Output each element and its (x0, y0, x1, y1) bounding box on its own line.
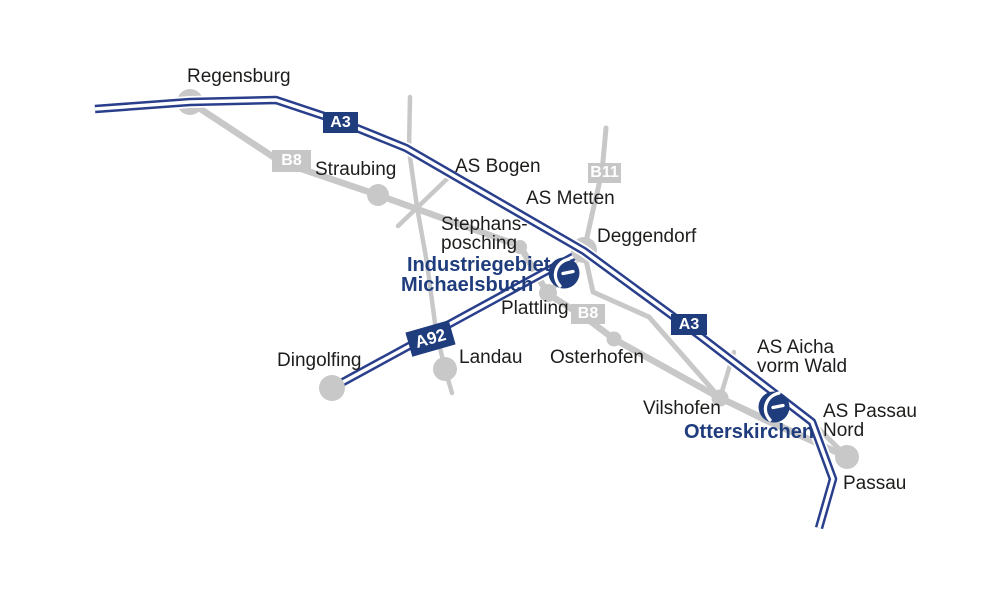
road-deggendorf-vilshofen (581, 248, 723, 401)
site-logo-michaelsbuch (548, 257, 580, 289)
city-label-landau: Landau (459, 347, 523, 368)
badge-b11: B11 (588, 163, 621, 183)
city-dot-passau (835, 445, 859, 469)
site-logo-otterskirchen (758, 391, 790, 423)
city-dot-vilshofen (711, 389, 729, 407)
badge-b8-east: B8 (571, 304, 605, 324)
exit-label-as-bogen: AS Bogen (455, 156, 541, 177)
badge-a3-east: A3 (671, 314, 707, 335)
city-dot-landau (433, 357, 457, 381)
ramp-as-bogen (395, 175, 451, 229)
city-label-regensburg: Regensburg (187, 66, 291, 87)
site-label-michaelsbuch-line2: Michaelsbuch (401, 274, 534, 296)
city-dot-plattling (539, 284, 557, 302)
site-label-otterskirchen: Otterskirchen (684, 421, 815, 443)
city-dot-stephansposching (513, 240, 527, 254)
badge-a3-west: A3 (323, 112, 358, 133)
badge-b8-west: B8 (272, 150, 311, 172)
city-label-passau: Passau (843, 473, 907, 494)
exit-label-as-aicha-line2: vorm Wald (757, 356, 848, 377)
city-label-straubing: Straubing (315, 159, 397, 180)
road-b11 (581, 125, 609, 254)
exit-label-as-passau-nord-line2: Nord (823, 420, 865, 441)
city-label-plattling: Plattling (501, 298, 569, 319)
city-label-deggendorf: Deggendorf (597, 226, 697, 247)
exit-label-as-aicha-line1: AS Aicha (757, 337, 835, 358)
city-label-osterhofen: Osterhofen (550, 347, 644, 368)
city-label-stephansposching-line1: Stephans- (441, 214, 528, 235)
site-label-michaelsbuch-line1: Industriegebiet (407, 254, 551, 276)
city-dot-straubing (367, 184, 389, 206)
city-label-vilshofen: Vilshofen (643, 398, 721, 419)
city-dot-osterhofen (606, 331, 622, 347)
city-label-stephansposching-line2: posching (441, 233, 518, 254)
autobahn-a3 (94, 94, 839, 530)
city-label-dingolfing: Dingolfing (277, 350, 362, 371)
exit-label-as-passau-nord-line1: AS Passau (823, 401, 917, 422)
autobahn-a92 (329, 248, 581, 394)
city-dot-dingolfing (319, 375, 345, 401)
exit-label-as-metten: AS Metten (526, 188, 615, 209)
